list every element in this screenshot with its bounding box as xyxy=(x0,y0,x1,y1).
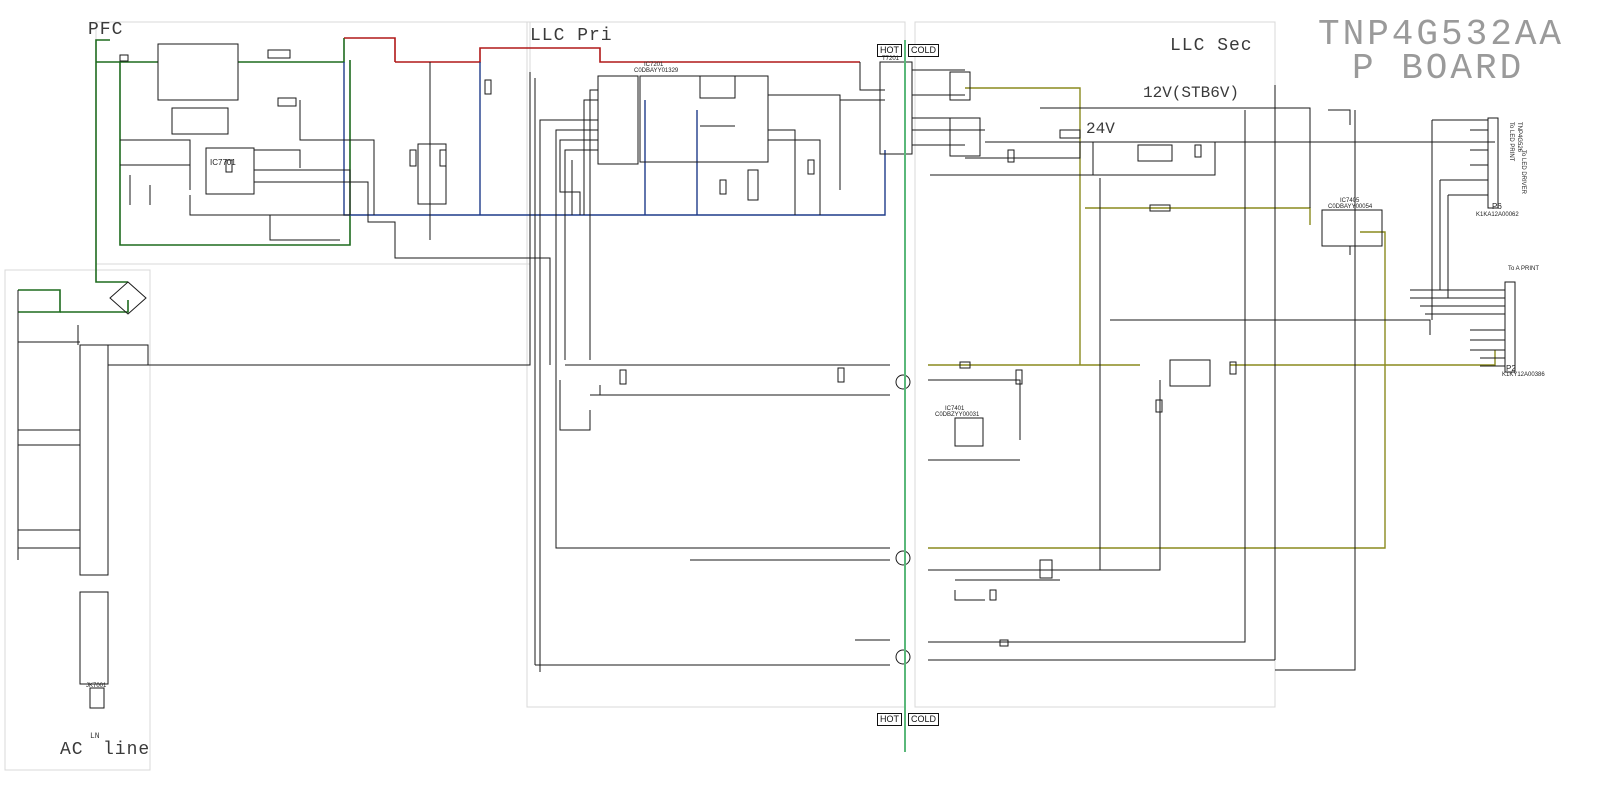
hot-tag-bottom: HOT xyxy=(877,713,902,726)
ic7401-label: IC7401 xyxy=(945,406,965,412)
ac-line-section-label: AC xyxy=(60,740,84,760)
board-title-line2: P BOARD xyxy=(1352,48,1525,89)
ac-connector-label: JK7001 xyxy=(86,683,107,689)
secondary-olive-net xyxy=(928,87,1496,549)
llc-blue-net xyxy=(343,62,886,216)
llc-sec-section-label: LLC Sec xyxy=(1170,36,1253,56)
connector-p6-label: P6 xyxy=(1492,202,1502,211)
connector-p6-part: K1KA12A00062 xyxy=(1476,212,1519,218)
component-marks xyxy=(119,49,1237,647)
ic7201-part-label: C0DBAYY01329 xyxy=(634,68,679,74)
ic7405-label: IC7405 xyxy=(1340,198,1360,204)
schematic-wiring xyxy=(17,43,1516,709)
pfc-section-label: PFC xyxy=(88,20,124,40)
llc-pri-section-label: LLC Pri xyxy=(530,26,613,46)
hv-red-net xyxy=(344,37,860,63)
connector-p2-part: K1KY12A00386 xyxy=(1502,372,1545,378)
connector-p6-title: To LED PRINT xyxy=(1508,122,1514,162)
optocouplers xyxy=(895,374,911,665)
t7201-label: T7201 xyxy=(882,56,900,62)
connector-p2-dest: To A PRINT xyxy=(1508,266,1540,272)
24v-rail-label: 24V xyxy=(1086,120,1115,138)
ic7701-label: IC7701 xyxy=(210,158,236,167)
ac-ln-label: LN xyxy=(90,732,100,741)
stb-rail-label: 12V(STB6V) xyxy=(1143,84,1240,102)
connector-p2-label: P2 xyxy=(1506,364,1516,373)
ic7405-part-label: C0DBAYY00054 xyxy=(1328,204,1373,210)
connector-p6-board: TNP4G526 xyxy=(1516,122,1522,153)
pfc-green-net xyxy=(18,38,351,313)
ic7401-part-label: C0DBZYY00031 xyxy=(935,412,980,418)
ic7201-label: IC7201 xyxy=(644,62,664,68)
connector-p6-dest: To LED DRIVER xyxy=(1520,150,1526,195)
board-title-line1: TNP4G532AA xyxy=(1318,14,1565,55)
hot-tag-top: HOT xyxy=(877,44,902,57)
cold-tag-bottom: COLD xyxy=(908,713,940,726)
ac-line-section-label-suffix: line xyxy=(103,740,151,760)
cold-tag-top: COLD xyxy=(908,44,940,57)
